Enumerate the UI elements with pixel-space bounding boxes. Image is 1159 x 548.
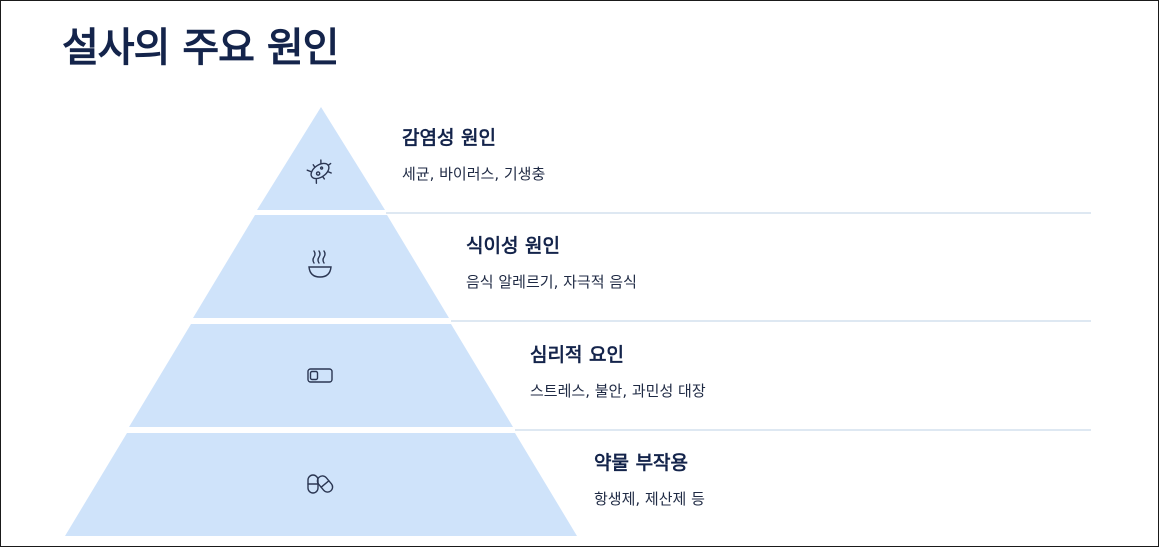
tier-2-heading: 식이성 원인 xyxy=(466,235,561,257)
mood-meter-icon xyxy=(307,368,333,383)
tier-4-heading: 약물 부작용 xyxy=(594,452,689,474)
page-title: 설사의 주요 원인 xyxy=(62,25,339,71)
pyramid-tier-1 xyxy=(257,107,385,210)
pyramid-tier-3 xyxy=(129,324,513,427)
tier-2-description: 음식 알레르기, 자극적 음식 xyxy=(466,273,637,291)
food-bowl-icon xyxy=(308,250,332,278)
tier-1-heading: 감염성 원인 xyxy=(402,127,497,149)
tier-4-description: 항생제, 제산제 등 xyxy=(594,490,705,508)
pills-icon xyxy=(307,474,334,494)
tier-3-label: 심리적 요인 스트레스, 불안, 과민성 대장 xyxy=(530,343,706,401)
tier-3-description: 스트레스, 불안, 과민성 대장 xyxy=(530,382,706,400)
pyramid-tier-4 xyxy=(65,433,577,536)
tier-1-label: 감염성 원인 세균, 바이러스, 기생충 xyxy=(402,126,545,184)
tier-4-label: 약물 부작용 항생제, 제산제 등 xyxy=(594,451,705,509)
tier-2-label: 식이성 원인 음식 알레르기, 자극적 음식 xyxy=(466,234,637,292)
tier-1-description: 세균, 바이러스, 기생충 xyxy=(402,165,546,183)
bacteria-icon xyxy=(306,159,332,184)
tier-3-heading: 심리적 요인 xyxy=(530,344,625,366)
